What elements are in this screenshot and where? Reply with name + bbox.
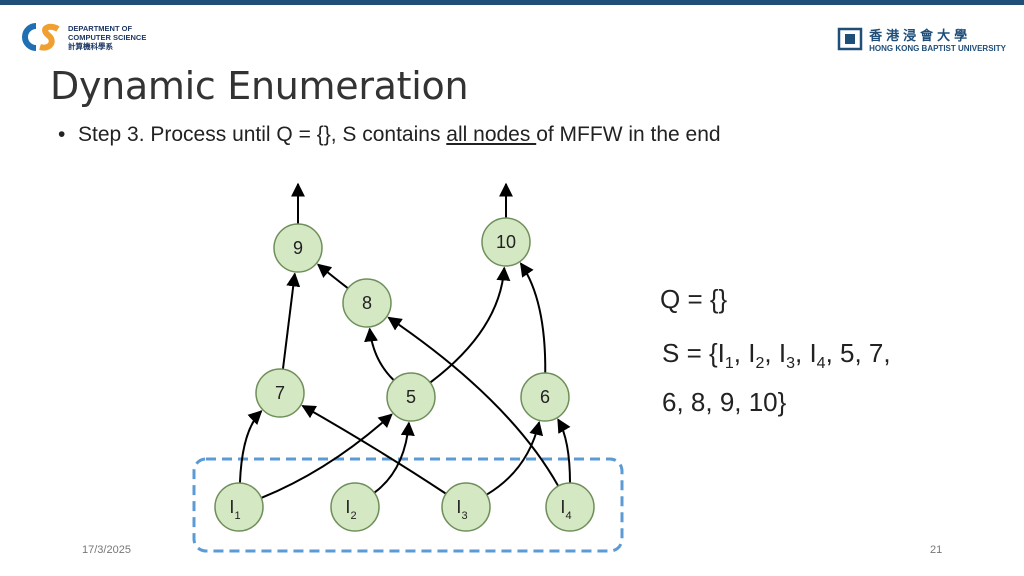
node-circle-7	[255, 368, 305, 418]
node-label-I1: I1	[229, 497, 240, 522]
node-subscript-I3: 3	[461, 510, 467, 522]
top-accent-bar	[0, 0, 1024, 5]
set-state-line1: S = {I1, I2, I3, I4, 5, 7,	[662, 338, 891, 373]
bullet-dot: •	[58, 123, 66, 146]
edge-5-to-10	[429, 266, 511, 384]
edge-I3-to-6	[486, 420, 544, 496]
node-subscript-I4: 4	[565, 510, 571, 522]
node-label-6: 6	[540, 387, 550, 407]
edges-layer	[238, 182, 571, 499]
university-name-english: HONG KONG BAPTIST UNIVERSITY	[869, 44, 1006, 53]
node-subscript-I2: 2	[350, 510, 356, 522]
dept-line1: DEPARTMENT OF	[68, 23, 133, 33]
bullet-step3: • Step 3. Process until Q = {}, S contain…	[58, 123, 721, 147]
node-7: 7	[255, 368, 305, 418]
node-label-9: 9	[293, 238, 303, 258]
nodes-layer: 9 10 8 7 5 6I1 I2 I3 I4	[214, 217, 595, 532]
bullet-suffix: of MFFW in the end	[536, 123, 721, 146]
slide-title: Dynamic Enumeration	[50, 64, 469, 108]
edge-I4-to-8	[387, 316, 560, 487]
node-label-I3: I3	[456, 497, 467, 522]
node-label-7: 7	[275, 383, 285, 403]
node-9: 9	[273, 223, 323, 273]
input-group-box	[192, 457, 624, 553]
node-circle-I2	[330, 482, 380, 532]
edge-I3-to-7	[301, 405, 447, 495]
footer-date: 17/3/2025	[82, 544, 131, 556]
node-circle-6	[520, 372, 570, 422]
set-state-line2: 6, 8, 9, 10}	[662, 387, 787, 418]
university-name-chinese: 香港浸會大學	[869, 29, 972, 44]
node-circle-I1	[214, 482, 264, 532]
edge-I1-to-5	[260, 413, 393, 499]
node-circle-I3	[441, 482, 491, 532]
node-subscript-I1: 1	[234, 510, 240, 522]
edge-6-to-10	[519, 262, 547, 374]
node-label-I4: I4	[560, 497, 571, 522]
edge-8-to-9	[316, 263, 349, 290]
dept-line2: COMPUTER SCIENCE	[68, 32, 147, 42]
node-circle-8	[342, 278, 392, 328]
node-circle-I4	[545, 482, 595, 532]
edge-I1-to-7	[238, 410, 263, 484]
node-I1: I1	[214, 482, 264, 532]
node-10: 10	[481, 217, 531, 267]
edge-I4-to-6	[557, 418, 571, 484]
node-8: 8	[342, 278, 392, 328]
node-circle-10	[481, 217, 531, 267]
node-I4: I4	[545, 482, 595, 532]
node-circle-9	[273, 223, 323, 273]
department-logo: DEPARTMENT OF COMPUTER SCIENCE 計算機科學系	[16, 22, 146, 52]
node-label-8: 8	[362, 293, 372, 313]
edge-7-to-9	[281, 272, 301, 370]
queue-state: Q = {}	[660, 284, 728, 314]
node-I3: I3	[441, 482, 491, 532]
university-logo: 香港浸會大學 HONG KONG BAPTIST UNIVERSITY	[837, 25, 1006, 53]
bullet-underlined: all nodes	[446, 123, 537, 146]
node-circle-5	[386, 372, 436, 422]
node-5: 5	[386, 372, 436, 422]
node-label-I2: I2	[345, 497, 356, 522]
cs-logo-icon	[22, 23, 60, 51]
dept-line3: 計算機科學系	[68, 41, 113, 51]
bullet-prefix: Step 3. Process until Q = {}, S contains	[78, 123, 447, 146]
node-label-10: 10	[496, 232, 516, 252]
page-number: 21	[930, 544, 943, 556]
set-state: S = {I1, I2, I3, I4, 5, 7, 6, 8, 9, 10}	[662, 334, 891, 421]
node-label-5: 5	[406, 387, 416, 407]
node-6: 6	[520, 372, 570, 422]
node-I2: I2	[330, 482, 380, 532]
hkbu-crest-icon	[837, 27, 863, 51]
edge-5-to-8	[364, 327, 395, 381]
